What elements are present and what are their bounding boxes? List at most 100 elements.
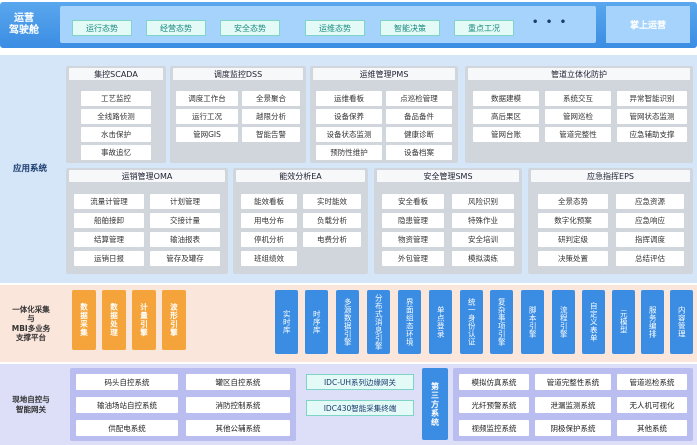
system-item[interactable]: 管网GIS [176,127,238,142]
cockpit-item-operation[interactable]: 运行态势 [72,20,132,36]
system-item[interactable]: 输油报表 [150,232,220,247]
platform-module[interactable]: 内容管理 [670,290,693,354]
system-item[interactable]: 运销日报 [74,251,144,266]
third-party-system[interactable]: 管道完整性系统 [535,374,611,390]
platform-module[interactable]: 实时库 [275,290,298,354]
system-item[interactable]: 调度工作台 [176,91,238,106]
system-item[interactable]: 管道完整性 [545,127,611,142]
platform-module[interactable]: 多源数据引擎 [336,290,359,354]
system-item[interactable]: 高后果区 [473,109,539,124]
system-item[interactable]: 实时能效 [303,194,361,209]
field-system[interactable]: 供配电系统 [76,420,178,436]
field-system[interactable]: 消防控制系统 [186,397,290,413]
third-party-system[interactable]: 阴极保护系统 [535,420,611,436]
system-item[interactable]: 管网状态监测 [617,109,687,124]
system-item[interactable]: 应急响应 [616,213,684,228]
system-item[interactable]: 事故追忆 [81,145,151,160]
system-item[interactable]: 运行工况 [176,109,238,124]
system-item[interactable]: 指挥调度 [616,232,684,247]
field-system[interactable]: 罐区自控系统 [186,374,290,390]
system-item[interactable]: 设备档案 [386,145,452,160]
platform-module[interactable]: 复杂事项引擎 [490,290,513,354]
platform-module[interactable]: 元模型 [612,290,635,354]
engine-data-process[interactable]: 数据处理 [102,290,126,350]
system-item[interactable]: 研判定级 [538,232,608,247]
cockpit-item-maintenance[interactable]: 运维态势 [305,20,365,36]
system-item[interactable]: 物资管理 [382,232,444,247]
system-item[interactable]: 结算管理 [74,232,144,247]
field-system[interactable]: 码头自控系统 [76,374,178,390]
system-item[interactable]: 设备保养 [316,109,382,124]
system-item[interactable]: 点巡检管理 [386,91,452,106]
system-item[interactable]: 全线路侦测 [81,109,151,124]
system-item[interactable]: 流量计管理 [74,194,144,209]
third-party-system[interactable]: 泄漏监测系统 [535,397,611,413]
system-item[interactable]: 负载分析 [303,213,361,228]
system-item[interactable]: 船舶接卸 [74,213,144,228]
system-item[interactable]: 预防性维护 [316,145,382,160]
platform-module[interactable]: 统一身份认证 [460,290,483,354]
field-system[interactable]: 输油场站自控系统 [76,397,178,413]
system-item[interactable]: 健康诊断 [386,127,452,142]
third-party-system[interactable]: 管道巡检系统 [617,374,687,390]
third-party-system[interactable]: 无人机可视化 [617,397,687,413]
system-item[interactable]: 能效看板 [241,194,297,209]
system-item[interactable]: 安全培训 [452,232,514,247]
system-item[interactable]: 备品备件 [386,109,452,124]
third-party-system[interactable]: 视频监控系统 [459,420,529,436]
cockpit-item-decision[interactable]: 智能决策 [380,20,440,36]
system-item[interactable]: 管网台账 [473,127,539,142]
system-item[interactable]: 隐患管理 [382,213,444,228]
system-item[interactable]: 停机分析 [241,232,297,247]
system-item[interactable]: 管网巡检 [545,109,611,124]
system-item[interactable]: 系统交互 [545,91,611,106]
system-item[interactable]: 越限分析 [242,109,300,124]
third-party-system[interactable]: 模拟仿真系统 [459,374,529,390]
platform-module[interactable]: 时序库 [305,290,328,354]
platform-module[interactable]: 界面组态环境 [398,290,421,354]
system-item[interactable]: 总结评估 [616,251,684,266]
system-item[interactable]: 模拟演练 [452,251,514,266]
system-item[interactable]: 安全看板 [382,194,444,209]
system-item[interactable]: 设备状态监测 [316,127,382,142]
system-item[interactable]: 运维看板 [316,91,382,106]
engine-waveform[interactable]: 波形引擎 [162,290,186,350]
system-item[interactable]: 外包管理 [382,251,444,266]
system-item[interactable]: 全景聚合 [242,91,300,106]
engine-data-collect[interactable]: 数据采集 [72,290,96,350]
system-item[interactable]: 风险识别 [452,194,514,209]
platform-module[interactable]: 分布式消息引擎 [367,290,390,354]
system-item[interactable]: 管存及罐存 [150,251,220,266]
platform-module[interactable]: 服务编排 [641,290,664,354]
collection-terminal[interactable]: IDC430智能采集终端 [306,400,414,416]
field-system[interactable]: 其他公辅系统 [186,420,290,436]
platform-module[interactable]: 脚本引擎 [521,290,544,354]
edge-gateway[interactable]: IDC-UH系列边缘网关 [306,374,414,390]
system-item[interactable]: 班组绩效 [241,251,297,266]
platform-module[interactable]: 流程引擎 [552,290,575,354]
cockpit-item-business[interactable]: 经营态势 [146,20,206,36]
system-item[interactable]: 智能告警 [242,127,300,142]
third-party-system[interactable]: 光纤预警系统 [459,397,529,413]
system-item[interactable]: 异常智能识别 [617,91,687,106]
platform-module[interactable]: 单点登录 [429,290,452,354]
system-item[interactable]: 交接计量 [150,213,220,228]
system-item[interactable]: 数据建模 [473,91,539,106]
system-item[interactable]: 特殊作业 [452,213,514,228]
engine-metering[interactable]: 计量引擎 [132,290,156,350]
system-item[interactable]: 全景态势 [538,194,608,209]
cockpit-item-safety[interactable]: 安全态势 [220,20,280,36]
platform-module[interactable]: 自定义表单 [582,290,605,354]
cockpit-item-key-condition[interactable]: 重点工况 [454,20,514,36]
system-item[interactable]: 应急资源 [616,194,684,209]
third-party-system[interactable]: 其他系统 [617,420,687,436]
system-item[interactable]: 应急辅助支撑 [617,127,687,142]
system-item[interactable]: 用电分布 [241,213,297,228]
system-item[interactable]: 数字化预案 [538,213,608,228]
system-item[interactable]: 工艺监控 [81,91,151,106]
system-item[interactable]: 水击保护 [81,127,151,142]
system-item[interactable]: 计划管理 [150,194,220,209]
mobile-operation[interactable]: 掌上运营 [606,6,690,43]
system-item[interactable]: 电费分析 [303,232,361,247]
system-item[interactable]: 决策处置 [538,251,608,266]
